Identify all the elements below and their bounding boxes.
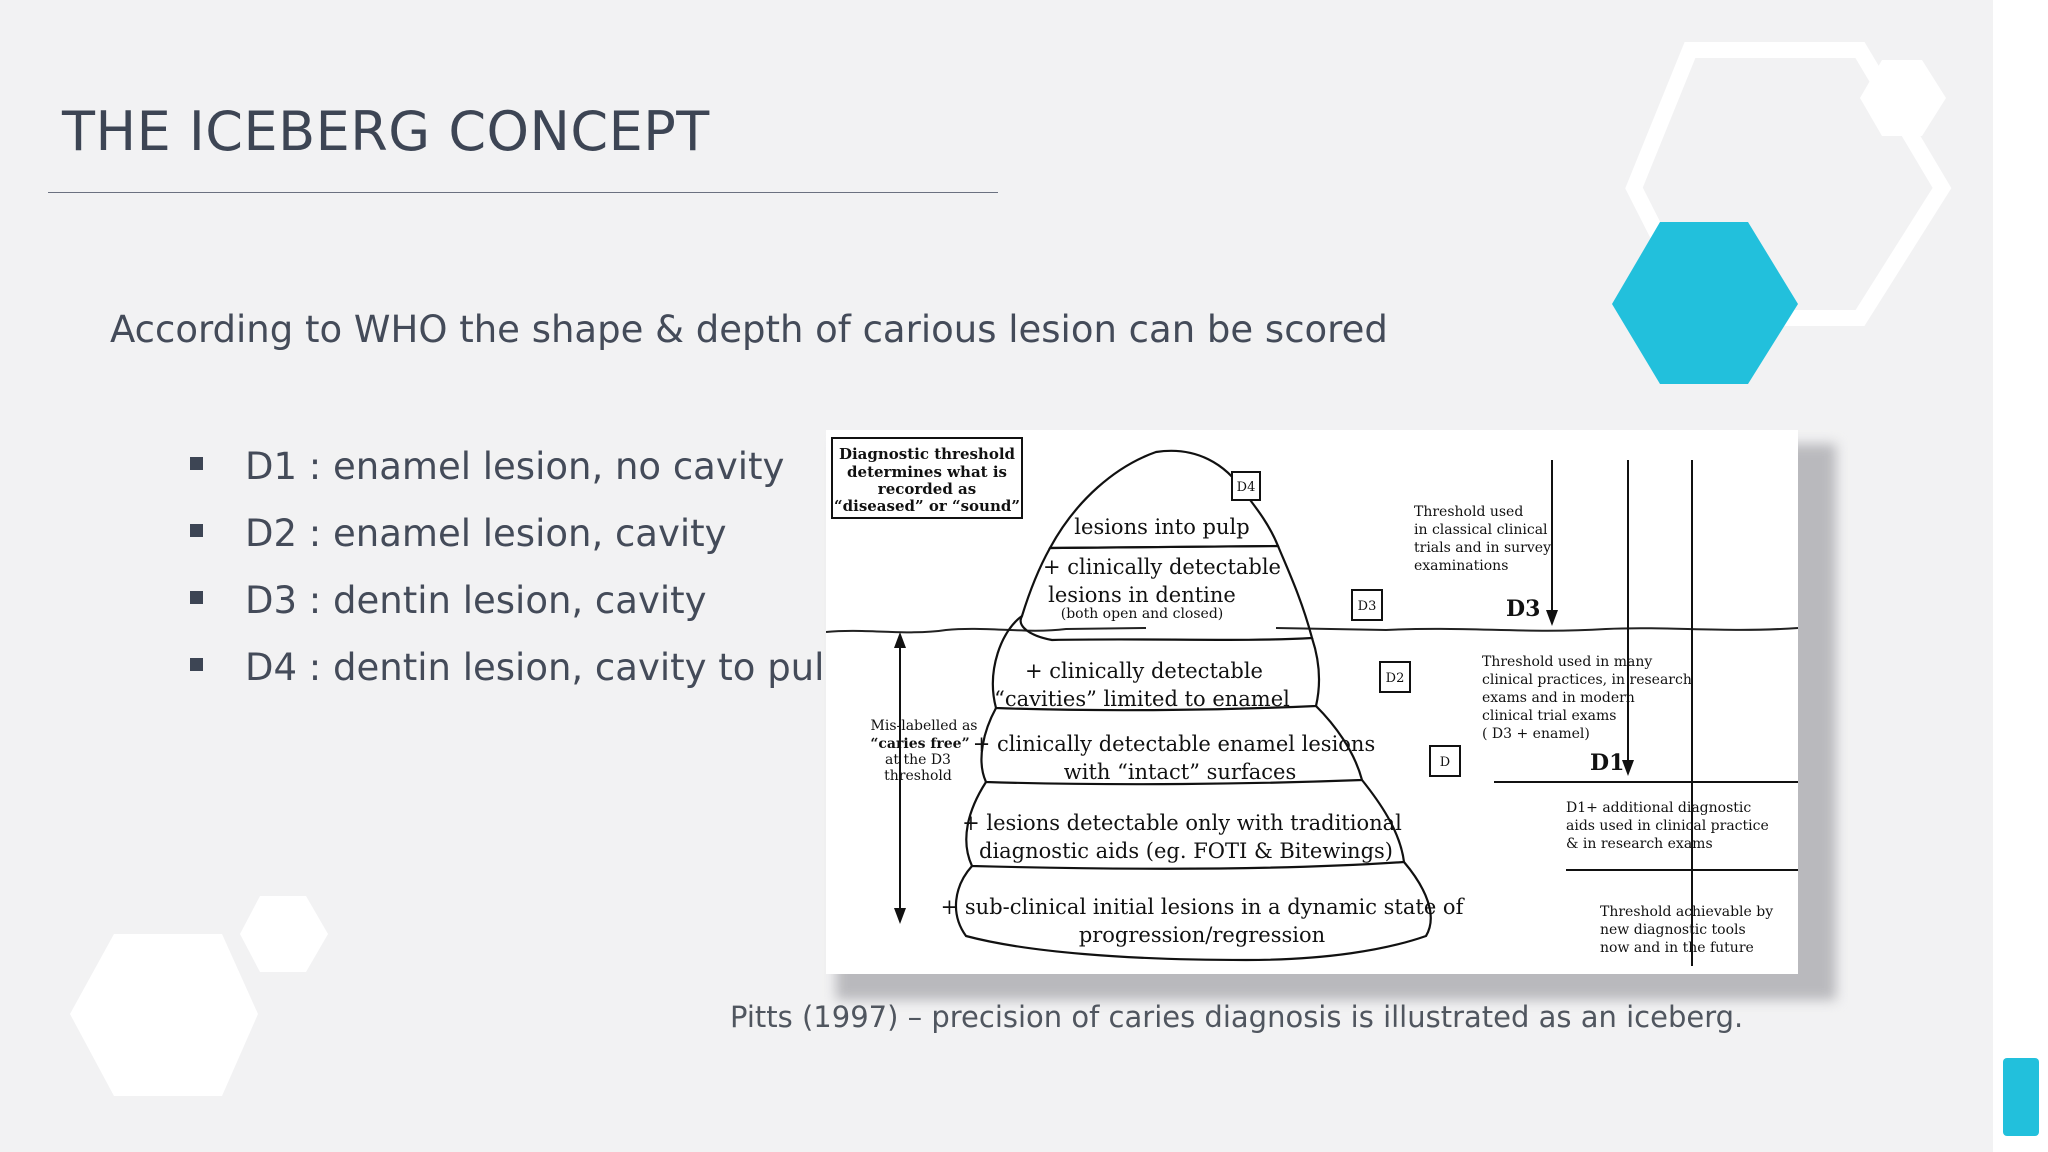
note-classical-line: trials and in survey: [1414, 540, 1551, 556]
waterline: [825, 627, 1799, 634]
marker-d1: D1: [1590, 750, 1624, 776]
tag-d1: D: [1440, 755, 1450, 770]
layer-subclinical-line: + sub-clinical initial lesions in a dyna…: [941, 895, 1466, 919]
right-edge-strip: [1993, 0, 2048, 1152]
note-future-line: new diagnostic tools: [1600, 922, 1746, 938]
mislabelled-line: threshold: [884, 768, 952, 784]
iceberg-layer-subclinical: [954, 861, 1432, 962]
threshold-box-line: determines what is: [847, 463, 1007, 481]
iceberg-layer-d4: [1048, 449, 1280, 550]
iceberg-layer-d2: [991, 615, 1321, 712]
note-aids-line: & in research exams: [1566, 836, 1713, 852]
tag-d1-box: [1429, 745, 1461, 777]
accent-tab: [2003, 1058, 2039, 1136]
threshold-box: [831, 437, 1023, 519]
layer-d2-line: + clinically detectable: [1025, 659, 1263, 683]
layer-aids-line: diagnostic aids (eg. FOTI & Bitewings): [979, 839, 1393, 863]
layer-d4-label: lesions into pulp: [1074, 515, 1249, 539]
tag-d4: D4: [1237, 480, 1256, 495]
note-future-line: now and in the future: [1600, 940, 1754, 956]
marker-d3: D3: [1506, 596, 1540, 622]
note-classical-line: in classical clinical: [1414, 522, 1548, 538]
bullet-item-d2: D2 : enamel lesion, cavity: [190, 507, 848, 574]
figure-caption: Pitts (1997) – precision of caries diagn…: [730, 1000, 1744, 1034]
bullet-item-d4: D4 : dentin lesion, cavity to pulp: [190, 641, 848, 708]
mislabelled-line: Mis-labelled as: [871, 718, 978, 734]
square-bullet-icon: [190, 658, 203, 671]
intro-text: According to WHO the shape & depth of ca…: [110, 308, 1388, 351]
threshold-box-line: “diseased” or “sound”: [834, 497, 1020, 515]
slide-title: THE ICEBERG CONCEPT: [62, 100, 710, 163]
note-practice-line: exams and in modern: [1482, 690, 1635, 706]
arrow-up-icon: [894, 632, 906, 648]
iceberg-diagram: Diagnostic threshold determines what is …: [825, 437, 1799, 966]
layer-subclinical-line: progression/regression: [1079, 923, 1325, 947]
note-classical-line: Threshold used: [1414, 504, 1523, 520]
layer-d3-line: lesions in dentine: [1048, 583, 1236, 607]
threshold-box-line: Diagnostic threshold: [839, 445, 1016, 463]
tag-d3-box: [1351, 589, 1383, 621]
note-aids-line: aids used in clinical practice: [1566, 818, 1769, 834]
note-practice-line: Threshold used in many: [1482, 654, 1652, 670]
tag-d2: D2: [1386, 671, 1405, 686]
note-practice-line: clinical practices, in research: [1482, 672, 1692, 688]
iceberg-figure: Diagnostic threshold determines what is …: [825, 430, 1799, 974]
square-bullet-icon: [190, 524, 203, 537]
square-bullet-icon: [190, 591, 203, 604]
tag-d3: D3: [1358, 599, 1377, 614]
threshold-box-line: recorded as: [878, 480, 976, 498]
hexagon-white-decoration: [1860, 60, 1946, 136]
hexagon-small-decoration: [240, 896, 328, 972]
bullet-text: D1 : enamel lesion, no cavity: [245, 445, 785, 488]
note-practice-line: clinical trial exams: [1482, 708, 1616, 724]
layer-d3-note: (both open and closed): [1061, 606, 1224, 622]
bullet-list: D1 : enamel lesion, no cavity D2 : ename…: [190, 440, 848, 708]
layer-aids-line: + lesions detectable only with tradition…: [962, 811, 1402, 835]
note-practice-line: ( D3 + enamel): [1482, 726, 1590, 742]
slide: THE ICEBERG CONCEPT According to WHO the…: [48, 42, 1952, 1096]
note-aids-line: D1+ additional diagnostic: [1566, 800, 1751, 816]
tag-d4-box: [1231, 471, 1261, 501]
hexagon-outline-decoration: [1625, 42, 1952, 326]
title-divider: [48, 192, 998, 193]
iceberg-layer-d1: [980, 705, 1364, 786]
bullet-item-d3: D3 : dentin lesion, cavity: [190, 574, 848, 641]
mislabelled-line: at the D3: [885, 752, 951, 768]
arrow-down-icon: [1622, 760, 1634, 776]
arrow-down-icon: [894, 908, 906, 924]
arrow-down-icon: [1546, 610, 1558, 626]
note-classical-line: examinations: [1414, 558, 1508, 574]
hexagon-cyan-decoration: [1612, 222, 1798, 384]
layer-d3-line: + clinically detectable: [1043, 555, 1281, 579]
layer-d2-line: “cavities” limited to enamel: [994, 687, 1290, 711]
iceberg-layer-aids: [965, 779, 1406, 870]
layer-d1-line: + clinically detectable enamel lesions: [973, 732, 1375, 756]
mislabelled-line: “caries free”: [870, 736, 969, 752]
bullet-text: D4 : dentin lesion, cavity to pulp: [245, 646, 848, 689]
bullet-text: D2 : enamel lesion, cavity: [245, 512, 727, 555]
iceberg-layer-d3: [1019, 544, 1314, 642]
note-future-line: Threshold achievable by: [1600, 904, 1773, 920]
tag-d2-box: [1379, 661, 1411, 693]
hexagon-large-decoration: [70, 934, 258, 1096]
bullet-item-d1: D1 : enamel lesion, no cavity: [190, 440, 848, 507]
bullet-text: D3 : dentin lesion, cavity: [245, 579, 707, 622]
layer-d1-line: with “intact” surfaces: [1064, 760, 1296, 784]
square-bullet-icon: [190, 457, 203, 470]
